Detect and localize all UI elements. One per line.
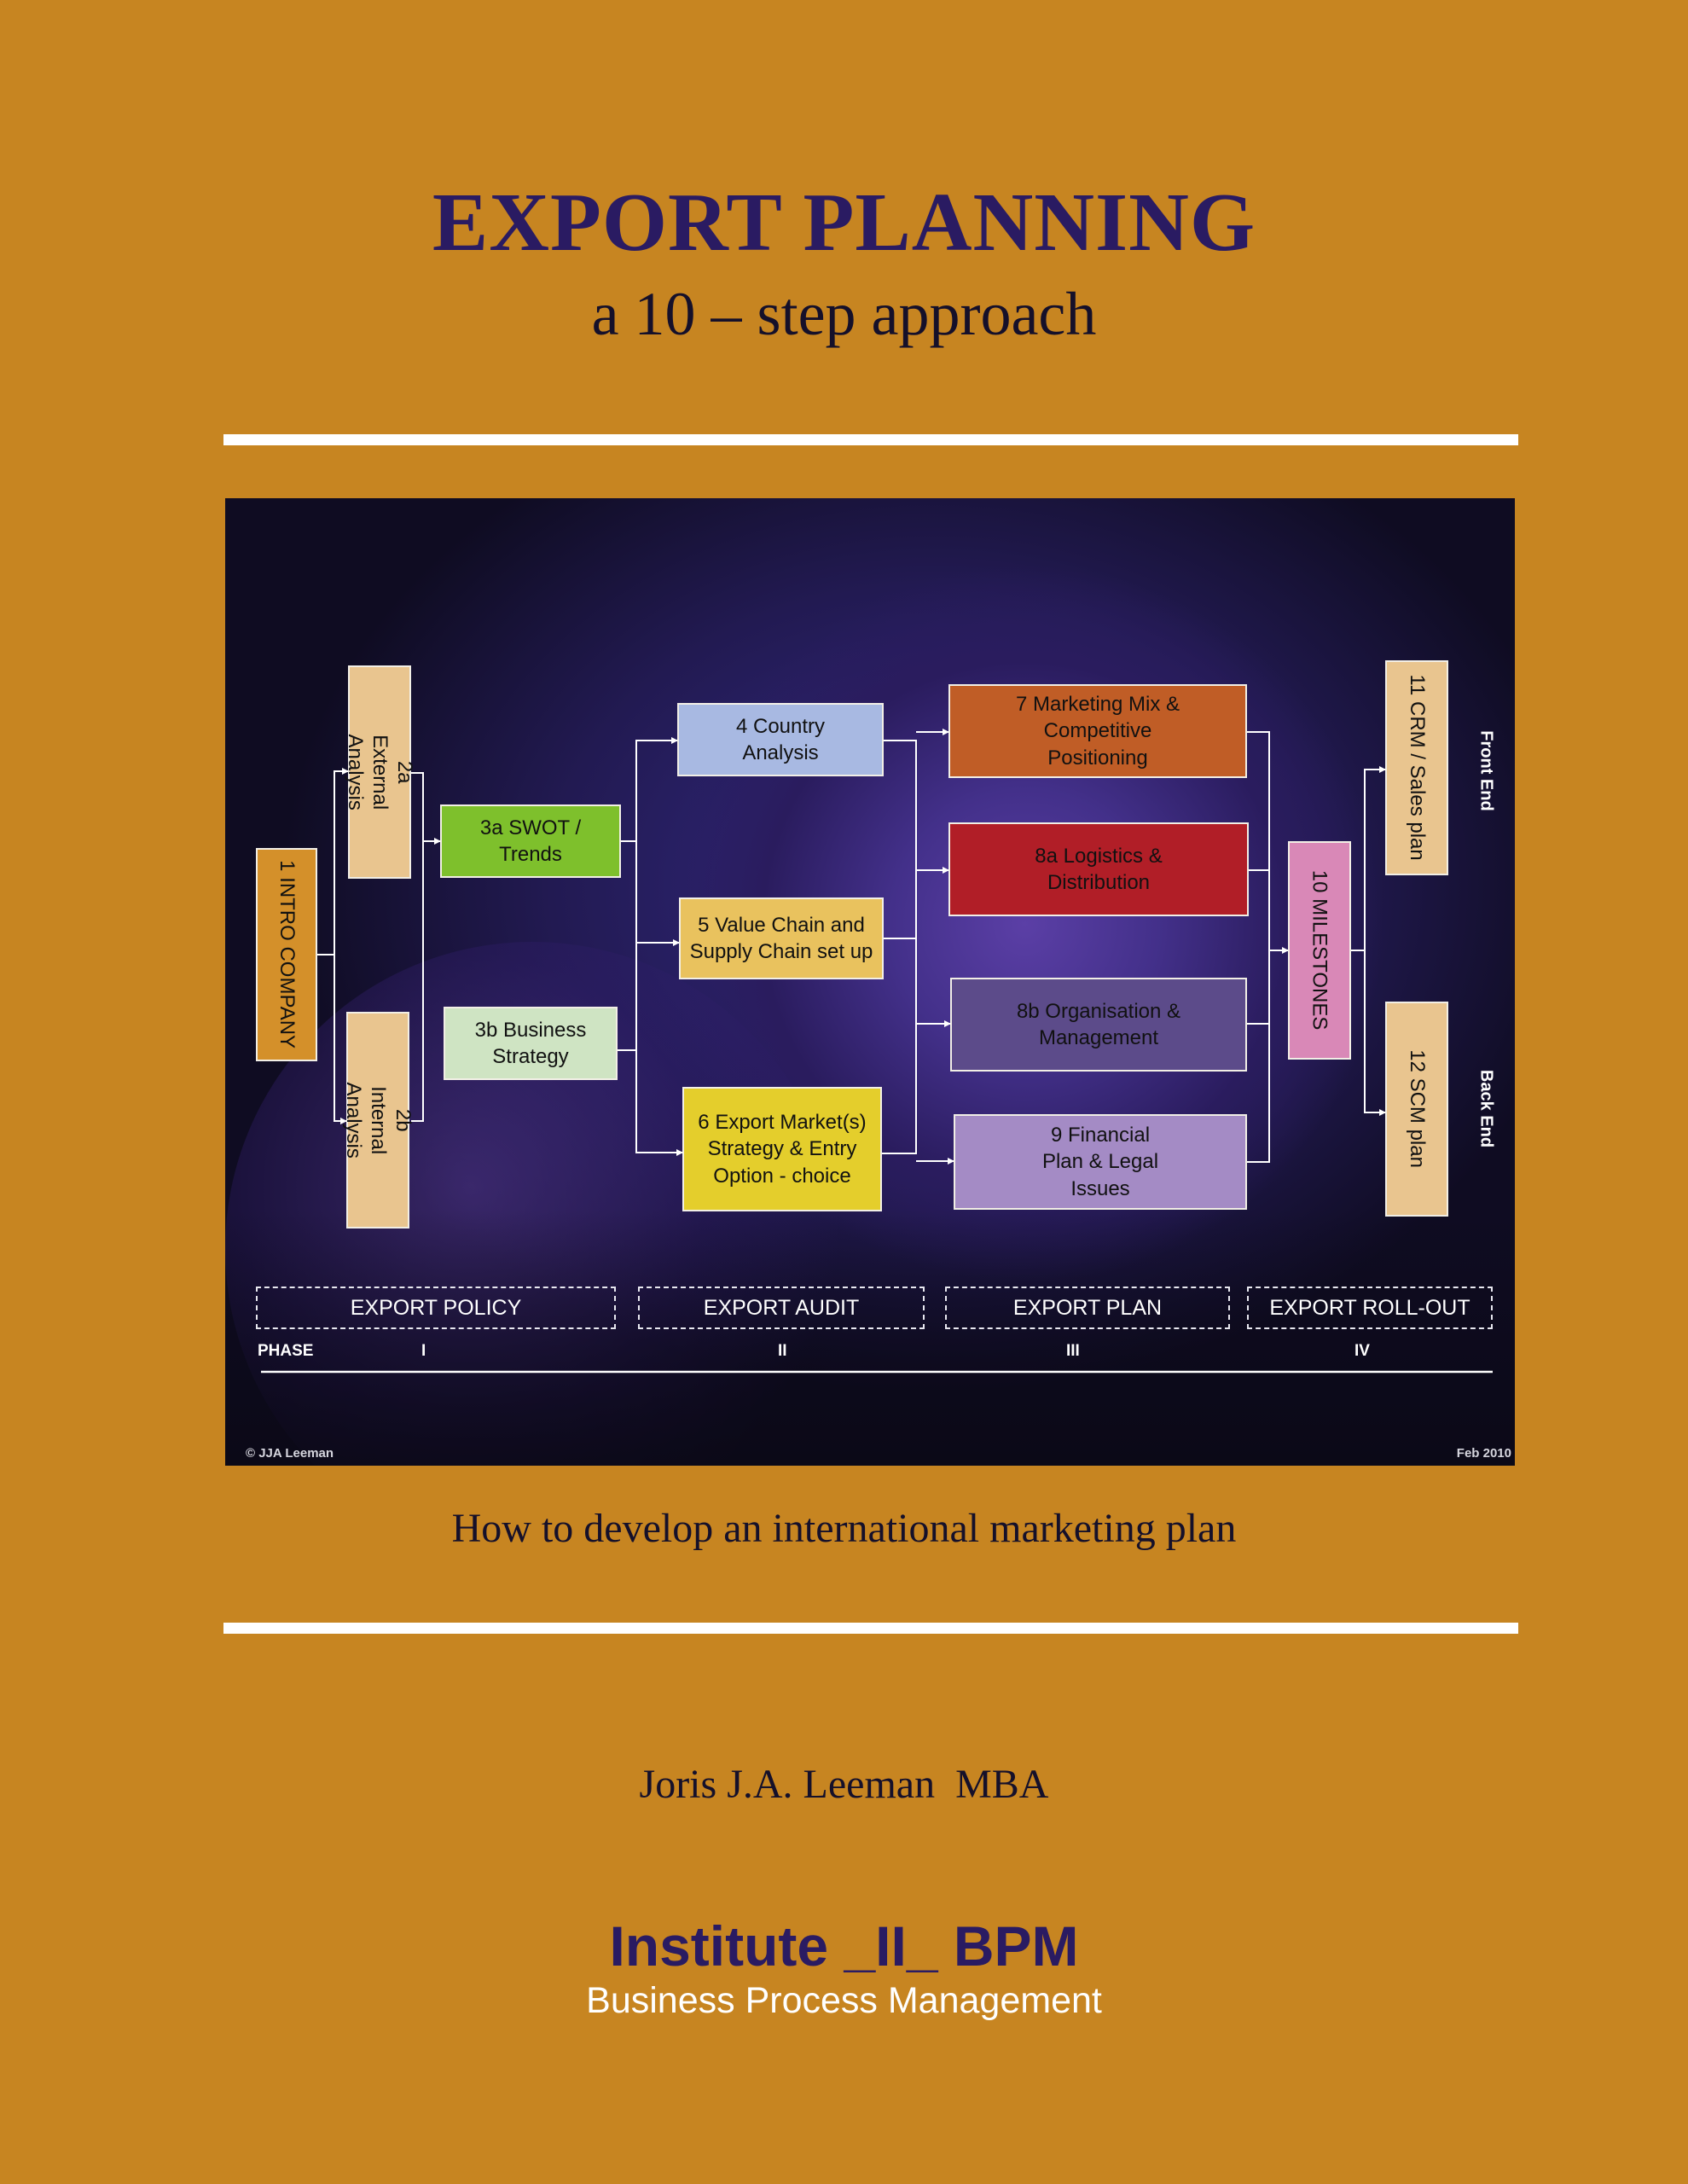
institute-subtitle: Business Process Management bbox=[586, 1980, 1102, 2021]
side-label-front-end: Front End bbox=[1476, 730, 1496, 811]
box-5-value-chain: 5 Value Chain and Supply Chain set up bbox=[679, 897, 884, 979]
box-3b-business-strategy: 3b Business Strategy bbox=[444, 1007, 618, 1080]
box-2b-internal-analysis: 2b Internal Analysis bbox=[343, 1012, 415, 1228]
diagram-connectors bbox=[261, 729, 1493, 1374]
export-planning-diagram: 1 INTRO COMPANY 2a External Analysis 2b … bbox=[225, 498, 1515, 1466]
box-6-export-markets: 6 Export Market(s) Strategy & Entry Opti… bbox=[682, 1087, 882, 1211]
phase-number-4: IV bbox=[1354, 1342, 1370, 1360]
box-3a-swot-trends: 3a SWOT / Trends bbox=[440, 804, 621, 878]
box-8a-logistics: 8a Logistics & Distribution bbox=[948, 822, 1249, 916]
box-9-financial-plan: 9 Financial Plan & Legal Issues bbox=[954, 1114, 1247, 1210]
box-10-milestones: 10 MILESTONES bbox=[1288, 841, 1351, 1060]
bottom-divider bbox=[223, 1623, 1518, 1634]
side-label-back-end: Back End bbox=[1476, 1069, 1496, 1148]
cover-tagline: How to develop an international marketin… bbox=[451, 1506, 1237, 1551]
phase-number-3: III bbox=[1066, 1342, 1080, 1360]
cover-title: EXPORT PLANNING bbox=[432, 177, 1256, 269]
box-8b-organisation: 8b Organisation & Management bbox=[950, 978, 1247, 1072]
phase-export-policy: EXPORT POLICY bbox=[256, 1287, 616, 1329]
phase-number-1: I bbox=[421, 1342, 426, 1360]
box-4-country-analysis: 4 Country Analysis bbox=[677, 703, 884, 776]
box-11-crm-sales-plan: 11 CRM / Sales plan bbox=[1385, 660, 1448, 875]
top-divider bbox=[223, 434, 1518, 445]
diagram-date: Feb 2010 bbox=[1456, 1446, 1511, 1461]
phase-label: PHASE bbox=[258, 1342, 314, 1360]
institute-name: Institute _II_ BPM bbox=[609, 1914, 1079, 1978]
box-1-intro-company: 1 INTRO COMPANY bbox=[256, 848, 317, 1061]
phase-export-plan: EXPORT PLAN bbox=[945, 1287, 1230, 1329]
box-2a-external-analysis: 2a External Analysis bbox=[345, 665, 416, 879]
phase-export-audit: EXPORT AUDIT bbox=[638, 1287, 925, 1329]
phase-number-2: II bbox=[778, 1342, 787, 1360]
box-12-scm-plan: 12 SCM plan bbox=[1385, 1002, 1448, 1217]
box-7-marketing-mix: 7 Marketing Mix & Competitive Positionin… bbox=[948, 684, 1247, 778]
cover-subtitle: a 10 – step approach bbox=[591, 280, 1097, 348]
phase-export-roll-out: EXPORT ROLL-OUT bbox=[1247, 1287, 1493, 1329]
author-name: Joris J.A. Leeman MBA bbox=[639, 1762, 1049, 1807]
diagram-copyright: © JJA Leeman bbox=[246, 1446, 334, 1461]
